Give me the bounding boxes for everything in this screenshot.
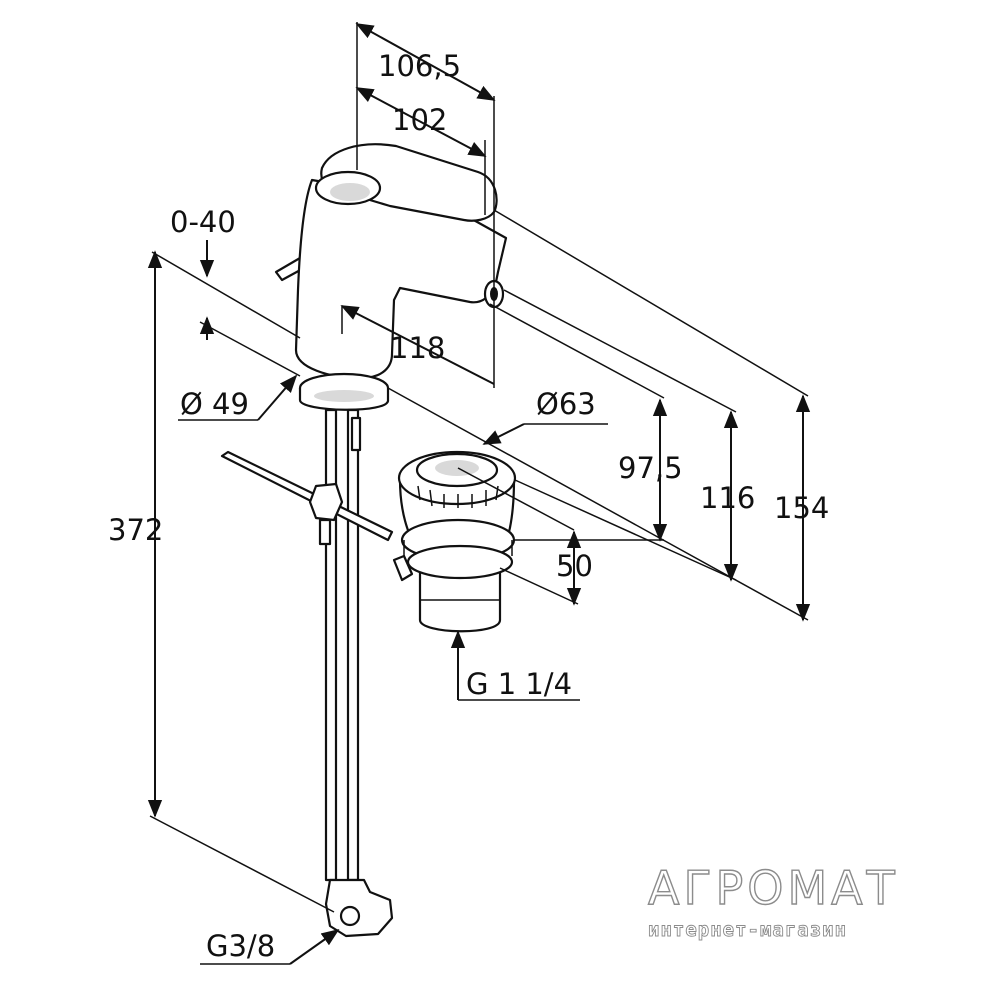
dim-spout-reach-outer: 106,5	[378, 49, 461, 83]
dim-drain-diameter: Ø63	[536, 387, 596, 421]
dim-outlet-height: 116	[700, 481, 755, 515]
dim-body-depth: 118	[390, 331, 445, 365]
dimension-labels: 106,5 102 0-40 118 Ø 49 Ø63 97,5 116 154…	[108, 49, 829, 963]
drain-assembly	[392, 450, 517, 633]
dim-drain-height: 50	[556, 549, 593, 583]
faucet-body	[220, 143, 508, 938]
dim-drain-thread: G 1 1/4	[466, 667, 572, 701]
dim-hose-length: 372	[108, 513, 163, 547]
dim-total-height: 154	[774, 491, 829, 525]
dim-spout-height: 97,5	[618, 451, 683, 485]
watermark-brand: АГРОМАТ	[648, 861, 899, 915]
dim-hose-thread: G3/8	[206, 929, 275, 963]
dim-lever-range: 0-40	[170, 205, 236, 239]
watermark-subtitle: интернет-магазин	[648, 919, 847, 941]
dim-spout-reach-inner: 102	[392, 103, 447, 137]
dimension-lines	[147, 22, 811, 965]
dim-base-diameter: Ø 49	[180, 387, 249, 421]
watermark-logo: АГРОМАТ интернет-магазин	[647, 860, 899, 941]
